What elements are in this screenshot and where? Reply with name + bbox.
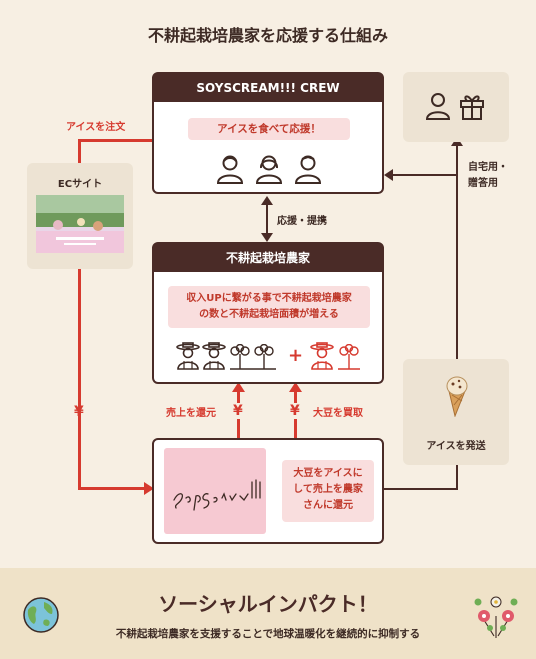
- gift-to-crew-line: [392, 174, 458, 176]
- farmer-icon: [176, 342, 200, 370]
- return-sales-label: 売上を還元: [166, 408, 216, 419]
- farmer-header: 不耕起栽培農家: [154, 244, 382, 272]
- arrow-down-icon: [261, 233, 273, 242]
- buy-soy-label: 大豆を買取: [313, 408, 363, 419]
- ice-cream-cone-icon: [446, 376, 468, 417]
- soyscream-logo-script: [173, 479, 261, 511]
- person-icon: [217, 155, 243, 184]
- farmer-message: 収入UPに繋がる事で不耕起栽培農家 の数と不耕起栽培面積が増える: [168, 286, 370, 328]
- company-message: 大豆をアイスに して売上を農家 さんに還元: [282, 460, 374, 522]
- ship-line-h: [384, 488, 458, 490]
- yen-symbol: ¥: [290, 403, 300, 419]
- page-title: 不耕起栽培農家を応援する仕組み: [147, 26, 388, 45]
- yen-symbol: ¥: [233, 403, 243, 419]
- plus-symbol: +: [288, 345, 304, 366]
- soyscream-logo: [164, 448, 266, 534]
- footer-impact: ソーシャルインパクト！ 不耕起栽培農家を支援することで地球温暖化を継続的に抑制す…: [0, 568, 536, 659]
- farmer-message-line1: 収入UPに繋がる事で不耕起栽培農家: [186, 293, 352, 304]
- support-line: [266, 202, 268, 236]
- arrow-right-icon: [144, 482, 154, 495]
- order-line-v-left: [78, 139, 81, 490]
- ec-site-box: ECサイト: [27, 163, 133, 269]
- earth-icon: [23, 597, 59, 633]
- farmer-box: 不耕起栽培農家 収入UPに繋がる事で不耕起栽培農家 の数と不耕起栽培面積が増える…: [152, 242, 384, 384]
- ec-site-label: ECサイト: [57, 179, 103, 190]
- company-message-line2: して売上を農家: [293, 484, 363, 495]
- farmer-message-line2: の数と不耕起栽培面積が増える: [199, 309, 339, 320]
- ship-ice-label: アイスを発送: [426, 441, 486, 452]
- company-box: 大豆をアイスに して売上を農家 さんに還元: [152, 438, 384, 544]
- support-provide-label: 応援・提携: [277, 216, 327, 227]
- crew-box: SOYSCREAM!!! CREW アイスを食べて応援！: [152, 72, 384, 194]
- farmer-new-icon: [310, 342, 334, 370]
- gift-use-label: 贈答用: [468, 178, 498, 189]
- home-use-label: 自宅用・: [468, 162, 508, 173]
- arrow-up-icon: [232, 382, 245, 392]
- order-line-h-bottom: [78, 487, 146, 490]
- person-icon: [425, 93, 451, 120]
- ship-line-v-upper: [456, 143, 458, 359]
- company-message-line3: さんに還元: [303, 500, 353, 511]
- order-ice-label: アイスを注文: [66, 122, 126, 133]
- person-icon: [295, 155, 321, 184]
- yen-symbol: ¥: [74, 404, 84, 420]
- arrow-left-icon: [384, 169, 393, 181]
- company-message-line1: 大豆をアイスに: [293, 468, 363, 479]
- ec-site-screenshot[interactable]: [36, 195, 124, 253]
- impact-subline: 不耕起栽培農家を支援することで地球温暖化を継続的に抑制する: [115, 628, 421, 640]
- gift-icon: [460, 95, 484, 120]
- flowers-icon: [474, 596, 518, 638]
- customer-gift-box: [403, 72, 509, 142]
- ship-line-v-lower: [456, 465, 458, 490]
- arrow-up-icon: [261, 196, 273, 205]
- person-icon: [256, 155, 282, 184]
- sprout-new-icon: [338, 344, 360, 370]
- impact-headline: ソーシャルインパクト！: [158, 592, 378, 616]
- arrow-up-icon: [289, 382, 302, 392]
- order-line-h-top: [80, 139, 152, 142]
- crew-message: アイスを食べて応援！: [188, 118, 350, 140]
- crew-header: SOYSCREAM!!! CREW: [154, 74, 382, 102]
- ship-ice-box: アイスを発送: [403, 359, 509, 465]
- farmer-icon: [202, 342, 226, 370]
- sprout-icon: [230, 344, 276, 370]
